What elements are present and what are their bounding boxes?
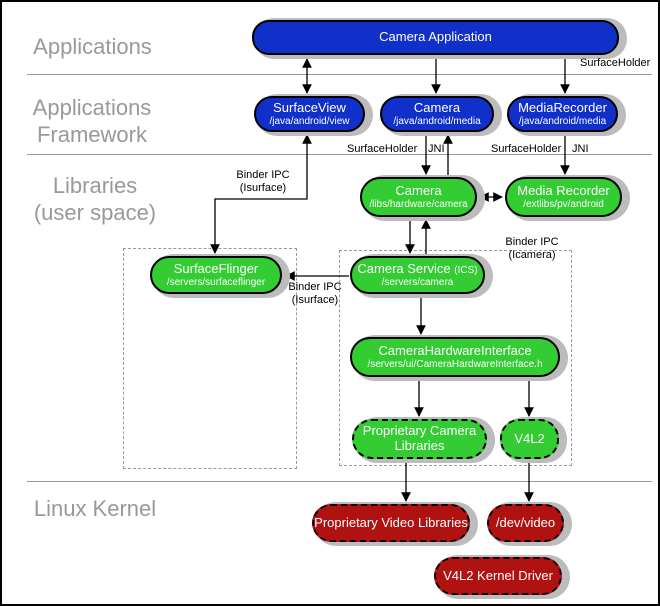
node-camera-hardware-interface: CameraHardwareInterface /servers/ui/Came… [350, 337, 560, 377]
node-title: MediaRecorder [518, 99, 607, 115]
label-jni-mediarecorder: JNI [572, 143, 589, 155]
node-subtitle: /java/android/media [393, 115, 481, 127]
node-subtitle: /java/android/media [518, 115, 607, 127]
node-title-suffix: (ICS) [454, 264, 478, 276]
node-subtitle: /libs/hardware/camera [369, 198, 468, 210]
node-proprietary-video-libraries: Proprietary Video Libraries [312, 504, 470, 542]
label-surfaceholder-mediarecorder: SurfaceHolder [491, 143, 562, 155]
layer-label-applications-framework: Applications Framework [17, 94, 167, 148]
node-title: Camera [395, 182, 442, 198]
label-surfaceholder-camera: SurfaceHolder [347, 143, 418, 155]
label-line: (Isurface) [239, 182, 287, 194]
node-title: V4L2 Kernel Driver [443, 567, 553, 583]
node-mediarecorder-java: MediaRecorder /java/android/media [507, 96, 618, 132]
node-title: SurfaceFlinger [173, 260, 259, 276]
node-title: Proprietary Video Libraries [314, 514, 468, 530]
node-dev-video: /dev/video [487, 504, 564, 542]
node-title: Camera Service (ICS) [357, 260, 478, 277]
node-subtitle: /extlibs/pv/android [523, 198, 604, 210]
label-line: (Icamera) [508, 249, 556, 261]
node-title: /dev/video [495, 514, 556, 530]
layer-label-linux-kernel: Linux Kernel [20, 495, 170, 522]
node-media-recorder-lib: Media Recorder /extlibs/pv/android [505, 177, 622, 217]
label-binder-ipc-isurface-upper: Binder IPC (Isurface) [217, 169, 309, 195]
label-surfaceholder-top: SurfaceHolder [580, 57, 651, 69]
label-line: Binder IPC [288, 281, 342, 293]
layer-label-text: Applications [33, 34, 152, 59]
label-line: (Isurface) [291, 294, 339, 306]
layer-label-text: (user space) [33, 200, 157, 225]
label-binder-ipc-icamera: Binder IPC (Icamera) [486, 236, 578, 262]
node-v4l2-kernel-driver: V4L2 Kernel Driver [434, 557, 562, 595]
label-binder-ipc-isurface-lower: Binder IPC (Isurface) [270, 281, 360, 307]
node-subtitle: /servers/ui/CameraHardwareInterface.h [367, 358, 543, 370]
layer-separator-line [27, 154, 652, 156]
node-subtitle: /java/android/view [269, 115, 350, 127]
surfaceflinger-process-boundary [123, 248, 297, 469]
node-surfaceview: SurfaceView /java/android/view [254, 96, 365, 132]
layer-label-text: Libraries [52, 173, 138, 198]
layer-separator-line [27, 481, 652, 483]
node-title: Camera Application [379, 29, 492, 45]
node-camera-java: Camera /java/android/media [380, 96, 494, 132]
node-camera-service: Camera Service (ICS) /servers/camera [350, 256, 485, 294]
node-subtitle: /servers/surfaceflinger [166, 276, 266, 288]
node-title: Camera [413, 99, 461, 115]
layer-label-text: Applications [32, 95, 152, 120]
layer-separator-line [27, 74, 652, 76]
label-line: Binder IPC [236, 169, 290, 181]
label-line: Binder IPC [505, 236, 559, 248]
node-subtitle: /servers/camera [381, 276, 454, 288]
label-jni-camera: JNI [428, 143, 445, 155]
layer-label-libraries: Libraries (user space) [10, 172, 180, 226]
node-title: SurfaceView [273, 99, 346, 115]
node-title: Proprietary Camera Libraries [362, 423, 477, 453]
node-camera-lib: Camera /libs/hardware/camera [360, 177, 477, 217]
node-camera-application: Camera Application [252, 20, 619, 55]
node-proprietary-camera-libraries: Proprietary Camera Libraries [352, 419, 487, 459]
node-title: Media Recorder [517, 182, 610, 198]
layer-label-text: Linux Kernel [33, 496, 157, 521]
node-title: CameraHardwareInterface [378, 342, 532, 358]
node-title-text: Camera Service [357, 260, 451, 276]
arrow-surfaceview-surfaceflinger-elbow [210, 134, 312, 254]
layer-label-text: Framework [36, 122, 147, 147]
node-title: V4L2 [514, 430, 545, 446]
layer-label-applications: Applications [20, 33, 165, 60]
camera-service-process-boundary [339, 250, 572, 466]
node-v4l2: V4L2 [500, 419, 559, 459]
node-surfaceflinger: SurfaceFlinger /servers/surfaceflinger [150, 256, 282, 294]
